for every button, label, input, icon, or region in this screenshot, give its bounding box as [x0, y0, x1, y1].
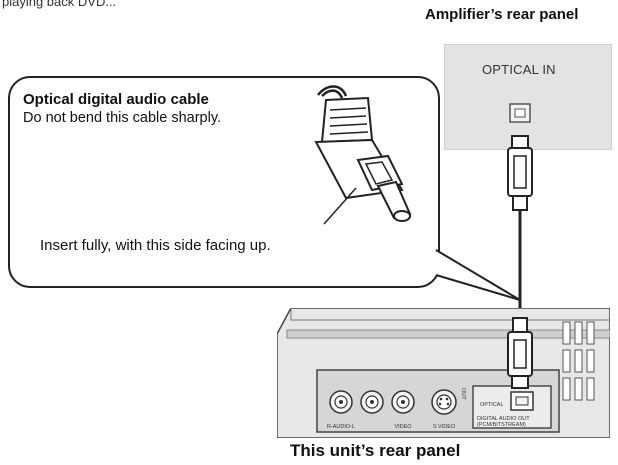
amplifier-rear-panel [444, 44, 612, 150]
digital-audio-out-label: DIGITAL AUDIO OUT [477, 416, 530, 422]
audio-jack-label: R-AUDIO-L [327, 424, 355, 430]
audio-r-jack-icon [329, 390, 353, 414]
unit-cable-plug-icon [507, 317, 533, 389]
svideo-jack-label: S VIDEO [433, 424, 456, 430]
callout-pointer [435, 249, 521, 301]
callout-warning-text: Do not bend this cable sharply. [23, 110, 222, 126]
video-jack-label: VIDEO [394, 424, 412, 430]
video-jack-icon [391, 390, 415, 414]
out-label: OUT [460, 388, 466, 400]
optical-out-label: OPTICAL [480, 402, 504, 408]
unit-optical-socket-icon [510, 391, 534, 411]
callout-title: Optical digital audio cable [23, 91, 209, 108]
insert-note-pointer [323, 187, 357, 225]
callout-pointer-mask [433, 252, 438, 274]
callout-insert-note: Insert fully, with this side facing up. [40, 237, 271, 254]
digital-audio-out-sublabel: (PCM/BITSTREAM) [477, 422, 526, 428]
amp-cable-plug-icon [507, 135, 533, 211]
amp-optical-socket-icon [509, 103, 531, 123]
svideo-jack-icon [431, 389, 457, 415]
large-optical-plug-icon [314, 85, 412, 222]
cut-off-heading: playing back DVD... [2, 0, 117, 9]
amplifier-rear-panel-title: Amplifier’s rear panel [425, 6, 579, 23]
unit-rear-panel-title: This unit’s rear panel [290, 441, 461, 460]
optical-in-label: OPTICAL IN [482, 62, 556, 77]
unit-rear-panel: R-AUDIO-L VIDEO S VIDEO OUT OPTICAL DIGI… [276, 307, 611, 439]
vent-slots [562, 321, 595, 401]
audio-l-jack-icon [360, 390, 384, 414]
